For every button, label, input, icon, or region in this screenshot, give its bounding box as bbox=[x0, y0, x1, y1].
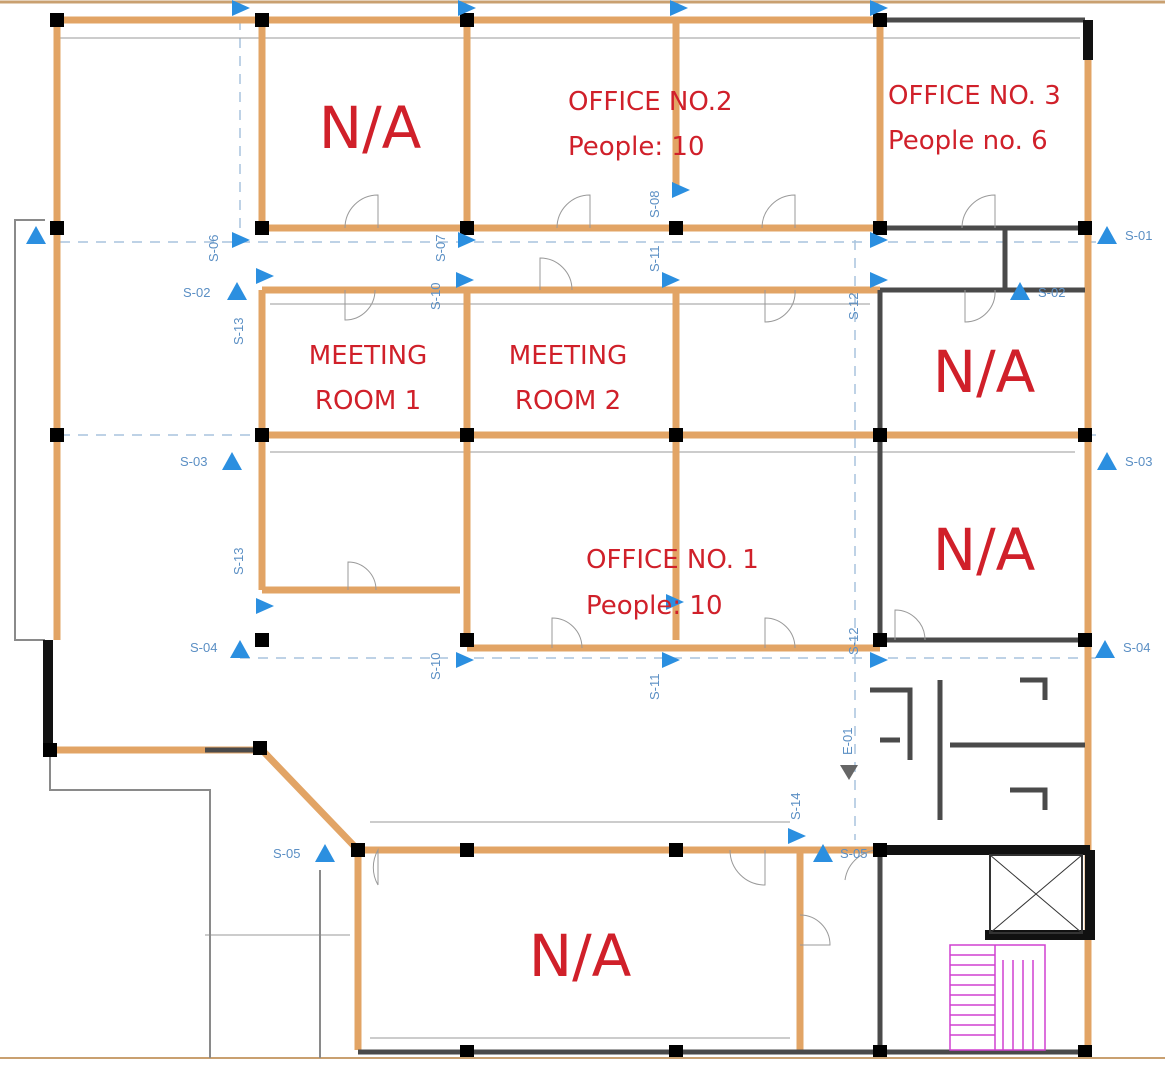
marker-s05-left: S-05 bbox=[273, 846, 300, 861]
marker-s06: S-06 bbox=[206, 235, 221, 262]
marker-s14: S-14 bbox=[788, 793, 803, 820]
marker-s10-top: S-10 bbox=[428, 283, 443, 310]
marker-s03-left: S-03 bbox=[180, 454, 207, 469]
structural-columns bbox=[43, 13, 1092, 1057]
marker-s13-top: S-13 bbox=[231, 318, 246, 345]
office-3-title: OFFICE NO. 3 bbox=[888, 81, 1061, 111]
office-2-title: OFFICE NO.2 bbox=[568, 87, 733, 117]
elevator bbox=[989, 854, 1083, 934]
meeting-room-1-line1: MEETING bbox=[309, 341, 427, 371]
marker-s13-bottom: S-13 bbox=[231, 548, 246, 575]
room-na-top: N/A bbox=[319, 94, 422, 162]
marker-s01: S-01 bbox=[1125, 228, 1152, 243]
marker-s04-left: S-04 bbox=[190, 640, 217, 655]
marker-s12-bottom: S-12 bbox=[846, 628, 861, 655]
room-labels: N/A OFFICE NO.2 People: 10 OFFICE NO. 3 … bbox=[309, 81, 1061, 990]
marker-s08: S-08 bbox=[647, 191, 662, 218]
stairs bbox=[949, 944, 1046, 1051]
meeting-room-2-line2: ROOM 2 bbox=[515, 386, 621, 416]
room-na-right-1: N/A bbox=[933, 338, 1036, 406]
marker-e01: E-01 bbox=[840, 728, 855, 755]
meeting-room-2-line1: MEETING bbox=[509, 341, 627, 371]
marker-s02-left: S-02 bbox=[183, 285, 210, 300]
outer-outline bbox=[14, 219, 321, 1058]
marker-s07: S-07 bbox=[433, 235, 448, 262]
room-na-bottom: N/A bbox=[529, 922, 632, 990]
section-markers: S-01 S-02 S-02 S-03 S-03 S-04 S-04 S-05 … bbox=[26, 0, 1152, 862]
marker-s03-right: S-03 bbox=[1125, 454, 1152, 469]
marker-s11-bottom: S-11 bbox=[647, 674, 662, 701]
marker-s05-right: S-05 bbox=[840, 846, 867, 861]
marker-s11-top: S-11 bbox=[647, 246, 662, 273]
office-3-people: People no. 6 bbox=[888, 126, 1048, 156]
doors bbox=[344, 194, 996, 946]
marker-s10-bottom: S-10 bbox=[428, 653, 443, 680]
office-2-people: People: 10 bbox=[568, 132, 705, 162]
office-1-title: OFFICE NO. 1 bbox=[586, 545, 759, 575]
marker-s04-right: S-04 bbox=[1123, 640, 1150, 655]
office-1-people: People: 10 bbox=[586, 591, 723, 621]
room-na-right-2: N/A bbox=[933, 516, 1036, 584]
meeting-room-1-line2: ROOM 1 bbox=[315, 386, 421, 416]
marker-s12-top: S-12 bbox=[846, 293, 861, 320]
marker-s02-right: S-02 bbox=[1038, 285, 1065, 300]
